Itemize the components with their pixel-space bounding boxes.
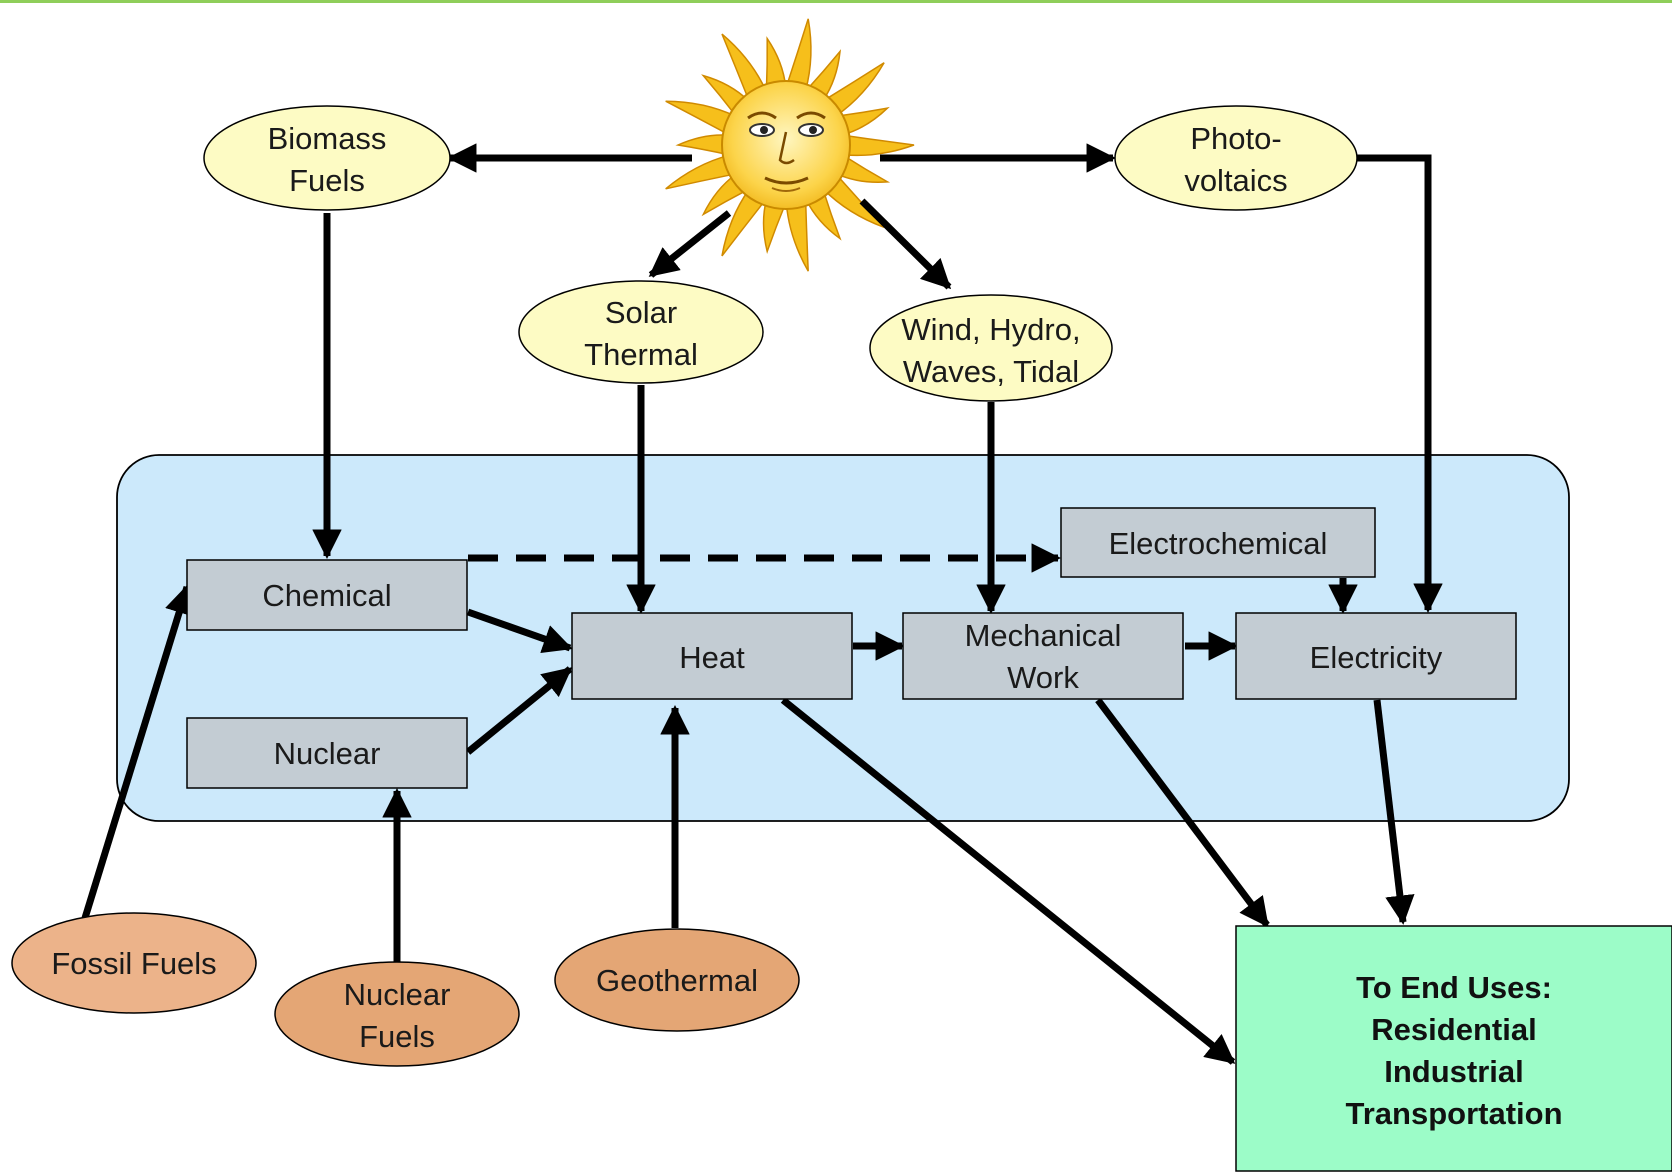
arrow-fossil-to-chemical: [81, 584, 194, 920]
svg-text:Photo-: Photo-: [1190, 121, 1281, 156]
svg-text:Heat: Heat: [679, 640, 745, 675]
arrow-chemical-to-heat: [466, 608, 573, 654]
sun-ray: [842, 134, 915, 157]
form-electricity: Electricity: [1235, 612, 1517, 700]
source-fossil-fuels: Fossil Fuels: [11, 912, 257, 1014]
end-use-industrial: Industrial: [1384, 1054, 1524, 1089]
flow-arrows: [81, 143, 1443, 1065]
source-geothermal: Geothermal: [554, 928, 800, 1032]
arrow-nuclear-to-heat: [465, 666, 573, 755]
arrow-photovoltaics-to-electricity: [1357, 154, 1443, 613]
sun-ray: [835, 154, 891, 183]
svg-text:Electricity: Electricity: [1310, 640, 1443, 675]
sun-ray: [721, 33, 767, 102]
svg-text:Biomass: Biomass: [268, 121, 387, 156]
svg-text:Mechanical: Mechanical: [965, 618, 1122, 653]
arrow-sun-to-wind: [859, 198, 952, 290]
sun-ray: [822, 62, 885, 117]
svg-text:Fuels: Fuels: [289, 163, 365, 198]
sun-ray: [762, 198, 787, 254]
svg-text:Nuclear: Nuclear: [344, 977, 451, 1012]
svg-text:Nuclear: Nuclear: [274, 736, 381, 771]
sun-ray: [721, 188, 768, 257]
sun-ray: [665, 154, 737, 190]
arrow-mechanical-to-end-uses: [1095, 697, 1270, 928]
sun-face-icon: [665, 18, 915, 272]
svg-text:Electrochemical: Electrochemical: [1109, 526, 1328, 561]
source-wind-hydro: Wind, Hydro, Waves, Tidal: [869, 294, 1113, 402]
form-mechanical-work: Mechanical Work: [902, 612, 1184, 700]
svg-text:Chemical: Chemical: [262, 578, 391, 613]
form-nuclear: Nuclear: [186, 717, 468, 789]
svg-text:Fossil Fuels: Fossil Fuels: [51, 946, 216, 981]
svg-text:Solar: Solar: [605, 295, 677, 330]
svg-text:Work: Work: [1007, 660, 1079, 695]
sun-ray: [785, 198, 809, 272]
sun-ray: [665, 100, 737, 136]
sun-ray: [675, 134, 730, 156]
source-solar-thermal: Solar Thermal: [518, 280, 764, 384]
form-chemical: Chemical: [186, 559, 468, 631]
svg-text:Fuels: Fuels: [359, 1019, 435, 1054]
svg-text:Waves, Tidal: Waves, Tidal: [903, 354, 1079, 389]
svg-text:Thermal: Thermal: [584, 337, 698, 372]
source-biomass: Biomass Fuels: [203, 105, 451, 211]
arrow-heat-to-end-uses: [780, 697, 1236, 1065]
arrow-electricity-to-end-uses: [1373, 699, 1415, 925]
end-uses-box: To End Uses: Residential Industrial Tran…: [1235, 925, 1672, 1172]
sun-ray: [765, 36, 787, 92]
svg-text:Geothermal: Geothermal: [596, 963, 758, 998]
svg-text:Wind, Hydro,: Wind, Hydro,: [901, 312, 1080, 347]
form-heat: Heat: [571, 612, 853, 700]
form-electrochemical: Electrochemical: [1060, 507, 1376, 578]
end-use-residential: Residential: [1371, 1012, 1536, 1047]
svg-text:voltaics: voltaics: [1184, 163, 1287, 198]
end-uses-title: To End Uses:: [1356, 970, 1552, 1005]
sun-ray: [835, 106, 890, 136]
arrow-sun-to-solar-thermal: [648, 210, 732, 278]
sun-ray: [785, 18, 812, 92]
source-nuclear-fuels: Nuclear Fuels: [274, 961, 520, 1067]
end-use-transportation: Transportation: [1345, 1096, 1562, 1131]
top-accent-rule: [0, 0, 1672, 3]
source-photovoltaics: Photo- voltaics: [1114, 105, 1358, 211]
